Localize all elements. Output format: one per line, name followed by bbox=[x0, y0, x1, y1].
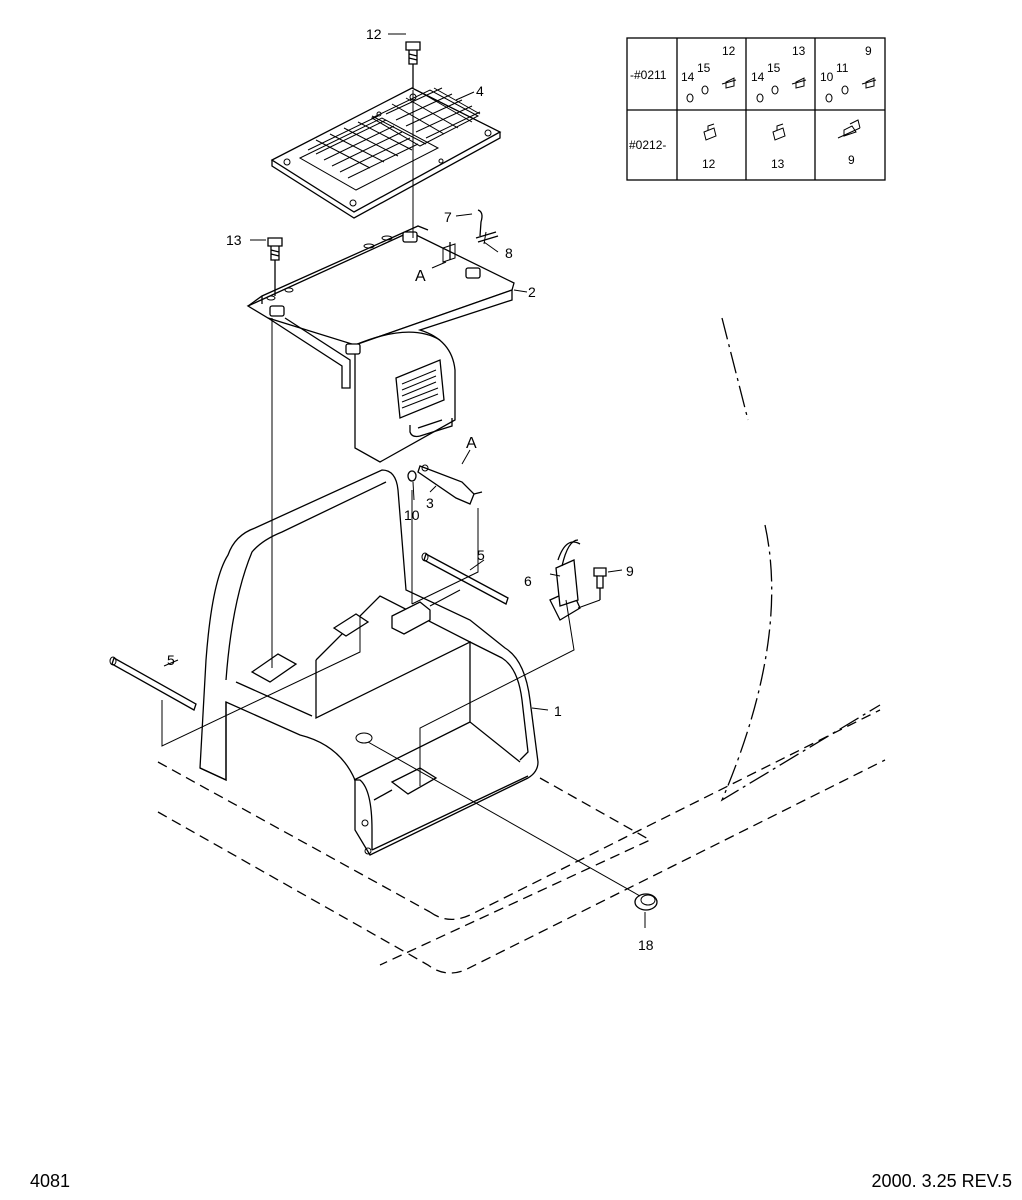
console-box-frame bbox=[199, 469, 539, 856]
view-mark-a-top: A bbox=[415, 268, 426, 285]
panel-assembly bbox=[246, 225, 515, 463]
callout-5-right: 5 bbox=[477, 547, 485, 563]
callout-4: 4 bbox=[476, 83, 484, 99]
assembly-center-lines bbox=[161, 90, 641, 897]
hardware-variant-table: -#0211 #0212- 14 15 12 14 15 13 10 11 bbox=[626, 37, 886, 181]
callout-12-top: 12 bbox=[366, 26, 382, 42]
top-cover-grille bbox=[270, 87, 502, 219]
bolt-9-latch bbox=[593, 567, 607, 600]
callout-2: 2 bbox=[528, 284, 536, 300]
revision-date: 2000. 3.25 REV.5 bbox=[871, 1171, 1012, 1191]
callout-18: 18 bbox=[638, 937, 654, 953]
table-row-label-0211: -#0211 bbox=[630, 68, 667, 82]
callout-7: 7 bbox=[444, 209, 452, 225]
view-mark-a-bracket: A bbox=[466, 435, 477, 452]
table-cell-r1c1: 14 15 12 bbox=[681, 44, 737, 103]
callout-6: 6 bbox=[524, 573, 532, 589]
plug-18 bbox=[634, 893, 658, 911]
callout-1: 1 bbox=[554, 703, 562, 719]
table-cell-r1c3: 10 11 9 bbox=[820, 44, 877, 103]
callout-leaders bbox=[163, 33, 646, 928]
table-r2c3-item: 9 bbox=[848, 153, 855, 167]
drawing-number: 4081 bbox=[30, 1171, 71, 1191]
bolt-13-left bbox=[267, 237, 283, 296]
table-r1c3-item-a: 10 bbox=[820, 70, 834, 84]
rubber-bar-5-left bbox=[109, 656, 197, 711]
table-r1c1-item-c: 12 bbox=[722, 44, 736, 58]
table-cell-r2c1: 12 bbox=[702, 123, 717, 171]
table-r2c2-item: 13 bbox=[771, 157, 785, 171]
table-r1c2-item-a: 14 bbox=[751, 70, 765, 84]
rubber-bar-5-right bbox=[421, 552, 509, 605]
callout-13-left: 13 bbox=[226, 232, 242, 248]
hinge-bracket-3 bbox=[407, 464, 483, 505]
table-r1c3-item-b: 11 bbox=[836, 61, 849, 75]
table-r1c3-item-c: 9 bbox=[865, 44, 872, 58]
latch-assembly-6 bbox=[549, 539, 581, 621]
callout-5-left: 5 bbox=[167, 652, 175, 668]
callout-9: 9 bbox=[626, 563, 634, 579]
table-row-label-0212: #0212- bbox=[629, 138, 666, 152]
table-cell-r1c2: 14 15 13 bbox=[751, 44, 807, 103]
table-r1c1-item-a: 14 bbox=[681, 70, 695, 84]
table-cell-r2c3: 9 bbox=[837, 119, 861, 167]
table-r1c2-item-c: 13 bbox=[792, 44, 806, 58]
spring-pin-and-clip bbox=[449, 209, 499, 260]
callout-3: 3 bbox=[426, 495, 434, 511]
table-r1c2-item-b: 15 bbox=[767, 61, 781, 75]
table-r2c1-item: 12 bbox=[702, 157, 716, 171]
table-r1c1-item-b: 15 bbox=[697, 61, 711, 75]
floor-outline-dashed bbox=[157, 317, 886, 974]
callout-8: 8 bbox=[505, 245, 513, 261]
callout-10: 10 bbox=[404, 507, 420, 523]
table-cell-r2c2: 13 bbox=[771, 123, 786, 171]
bolt-12-top bbox=[405, 41, 421, 88]
